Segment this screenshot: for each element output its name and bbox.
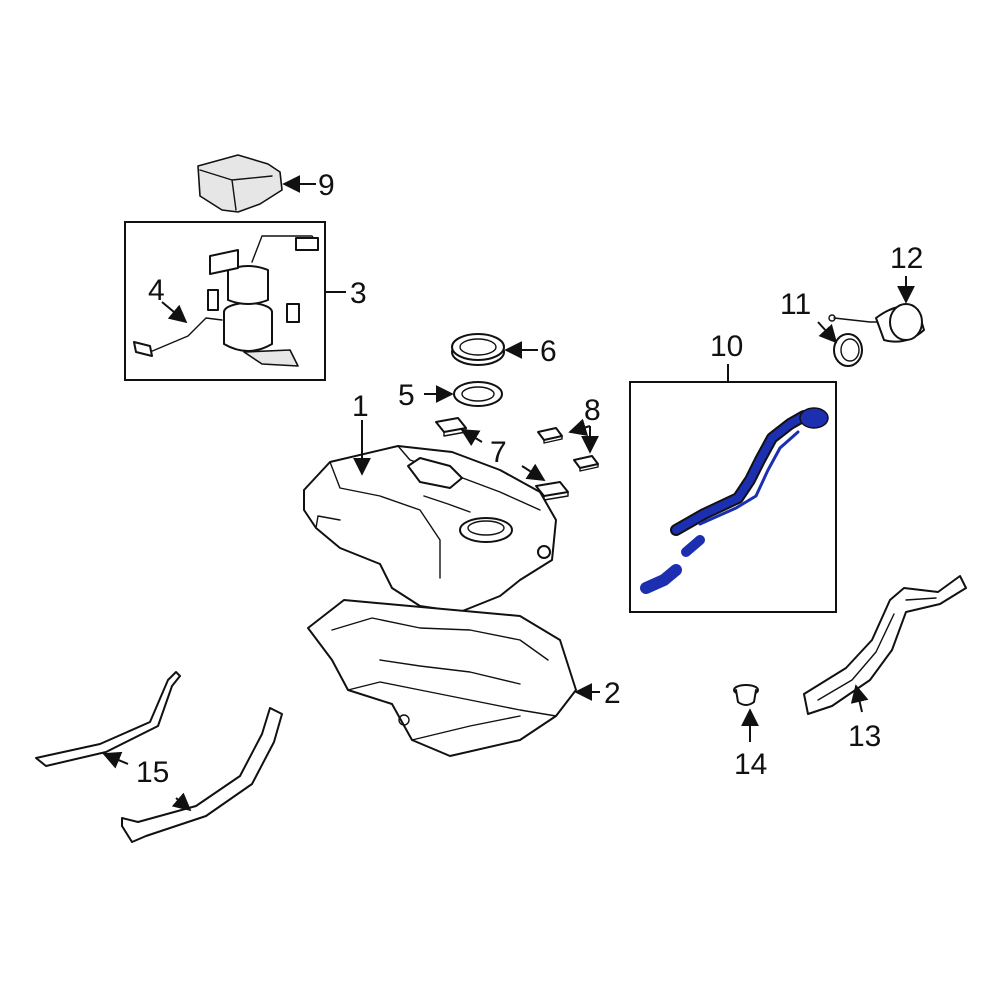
callout-10-label: 10: [710, 330, 743, 363]
part-10-frame: [629, 381, 837, 613]
callout-10: 10: [710, 330, 743, 382]
callout-15: 15: [102, 751, 192, 812]
callout-2-label: 2: [604, 677, 621, 710]
part-6-lock-ring[interactable]: [451, 333, 505, 366]
part-8-pad-b[interactable]: [573, 455, 599, 472]
callout-13-label: 13: [848, 720, 881, 753]
part-2-tank-shield[interactable]: [307, 599, 577, 757]
callout-1-label: 1: [352, 390, 369, 423]
callout-9-label: 9: [318, 169, 335, 202]
part-5-gasket[interactable]: [453, 381, 503, 407]
callout-7: 7: [460, 429, 546, 481]
callout-9: 9: [282, 169, 335, 202]
callout-6-label: 6: [540, 335, 557, 368]
callout-8: 8: [568, 394, 601, 454]
callout-11-label: 11: [780, 288, 811, 321]
callout-6: 6: [504, 335, 557, 368]
part-8-pad-a[interactable]: [537, 427, 563, 444]
callout-7-label: 7: [490, 436, 507, 469]
part-15-tank-strap-a[interactable]: [35, 671, 181, 767]
part-3-fuel-pump-module[interactable]: [207, 235, 319, 367]
callout-8-label: 8: [584, 394, 601, 427]
part-15-tank-strap-b[interactable]: [121, 707, 283, 843]
part-7-pad-a[interactable]: [435, 417, 467, 437]
callout-12-label: 12: [890, 242, 923, 275]
part-9-cover[interactable]: [197, 154, 283, 213]
callout-14-label: 14: [734, 748, 767, 781]
callout-12: 12: [890, 242, 923, 304]
part-10-filler-pipe[interactable]: [640, 407, 829, 594]
part-4-sender-arm[interactable]: [133, 317, 223, 357]
part-13-pipe-shield[interactable]: [803, 575, 967, 715]
part-11-tether-ring[interactable]: [833, 333, 863, 367]
callout-1: 1: [352, 390, 371, 476]
part-12-fuel-cap[interactable]: [828, 303, 925, 343]
callout-15-label: 15: [136, 756, 169, 789]
callout-5-label: 5: [398, 379, 415, 412]
callout-4: 4: [148, 274, 188, 324]
callout-2: 2: [574, 677, 621, 710]
callout-3-label: 3: [350, 277, 367, 310]
callout-13: 13: [848, 684, 881, 753]
part-3-frame: [124, 221, 326, 381]
part-14-plug[interactable]: [733, 684, 759, 706]
callout-3: 3: [325, 277, 367, 310]
part-1-fuel-tank[interactable]: [303, 445, 557, 613]
callout-4-label: 4: [148, 274, 165, 307]
callout-11: 11: [780, 288, 838, 344]
callout-5: 5: [398, 379, 454, 412]
callout-14: 14: [734, 708, 767, 781]
